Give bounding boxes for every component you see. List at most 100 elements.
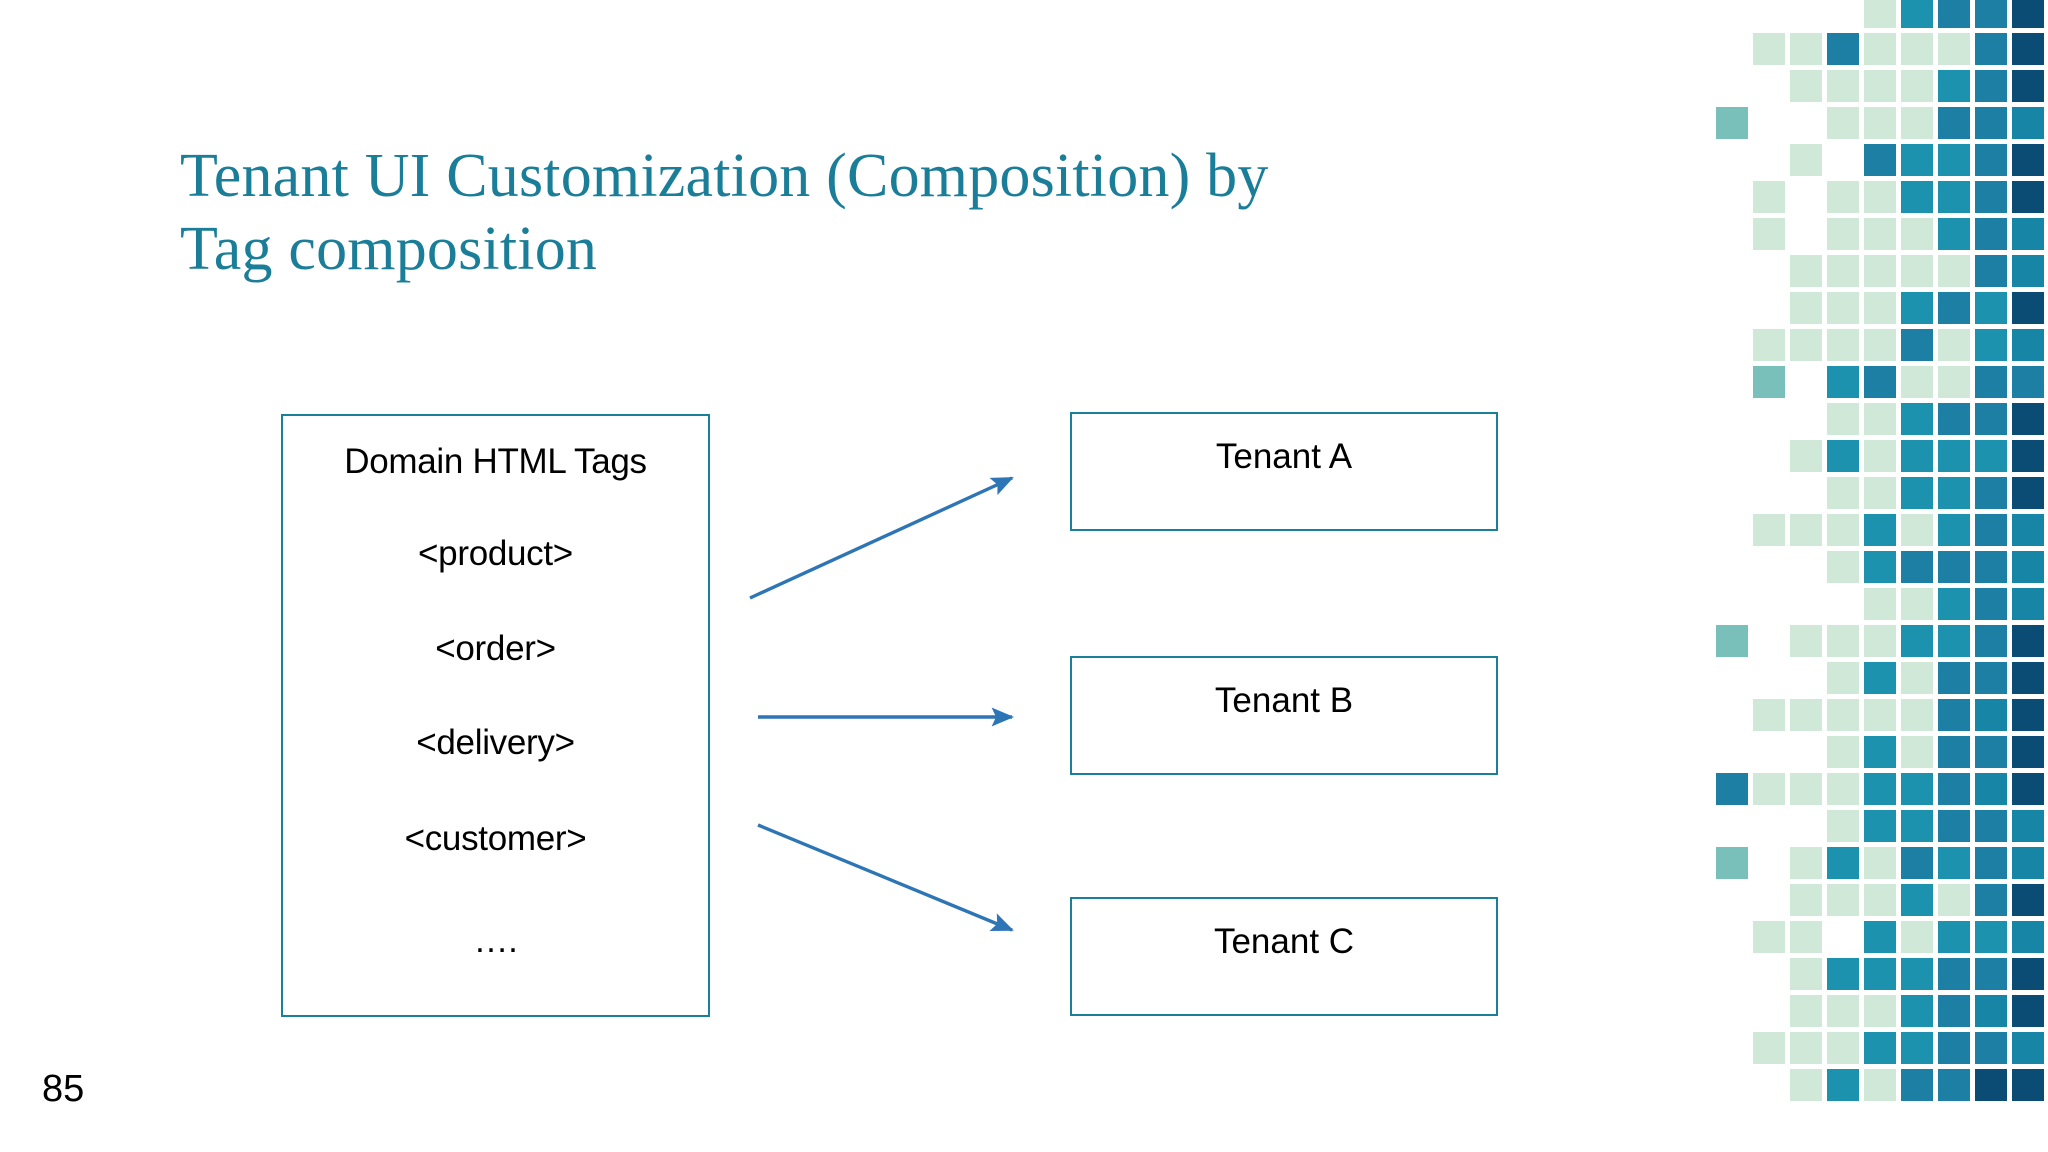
mosaic-tile (1827, 958, 1859, 990)
mosaic-tile (1864, 181, 1896, 213)
mosaic-tile (2012, 1032, 2044, 1064)
mosaic-tile (1901, 625, 1933, 657)
mosaic-tile (1790, 958, 1822, 990)
mosaic-tile (1753, 33, 1785, 65)
mosaic-tile (1938, 181, 1970, 213)
mosaic-tile (1975, 810, 2007, 842)
mosaic-tile (1827, 625, 1859, 657)
mosaic-tile (1975, 33, 2007, 65)
mosaic-tile (1864, 218, 1896, 250)
tag-item-delivery: <delivery> (416, 723, 575, 762)
mosaic-tile (1716, 107, 1748, 139)
arrow-to-tenant-c (757, 823, 1014, 932)
mosaic-tile (1901, 773, 1933, 805)
mosaic-tile (1938, 33, 1970, 65)
mosaic-tile (1753, 329, 1785, 361)
mosaic-tile (1864, 1069, 1896, 1101)
mosaic-tile (1716, 847, 1748, 879)
mosaic-tile (1864, 1032, 1896, 1064)
mosaic-tile (1901, 144, 1933, 176)
mosaic-tile (1864, 477, 1896, 509)
mosaic-tile (1827, 884, 1859, 916)
page-number: 85 (42, 1068, 85, 1110)
mosaic-tile (1864, 773, 1896, 805)
mosaic-tile (1901, 1032, 1933, 1064)
mosaic-tile (1827, 33, 1859, 65)
mosaic-tile (1901, 366, 1933, 398)
tenant-c-label: Tenant C (1213, 922, 1355, 961)
mosaic-tile (1790, 773, 1822, 805)
mosaic-tile (1790, 144, 1822, 176)
mosaic-tile (1975, 958, 2007, 990)
mosaic-tile (1864, 0, 1896, 28)
mosaic-tile (1975, 255, 2007, 287)
mosaic-tile (2012, 366, 2044, 398)
mosaic-tile (1864, 884, 1896, 916)
mosaic-tile (2012, 70, 2044, 102)
mosaic-tile (1938, 847, 1970, 879)
mosaic-tile (1790, 847, 1822, 879)
mosaic-tile (1864, 292, 1896, 324)
mosaic-tile (1716, 773, 1748, 805)
domain-html-tags-heading: Domain HTML Tags (344, 442, 647, 481)
mosaic-tile (1901, 884, 1933, 916)
mosaic-tile (2012, 921, 2044, 953)
mosaic-tile (1753, 773, 1785, 805)
mosaic-tile (1827, 477, 1859, 509)
mosaic-tile (1827, 366, 1859, 398)
mosaic-tile (1938, 551, 1970, 583)
mosaic-tile (1901, 995, 1933, 1027)
mosaic-tile (1938, 144, 1970, 176)
mosaic-tile (1827, 1032, 1859, 1064)
mosaic-tile (1938, 884, 1970, 916)
mosaic-tile (1938, 625, 1970, 657)
tenant-b-box: Tenant B (1070, 656, 1498, 775)
mosaic-tile (1975, 514, 2007, 546)
mosaic-tile (1901, 921, 1933, 953)
mosaic-tile (2012, 1069, 2044, 1101)
mosaic-tile (2012, 773, 2044, 805)
mosaic-tile (1975, 625, 2007, 657)
mosaic-tile (1975, 366, 2007, 398)
mosaic-tile (1753, 181, 1785, 213)
mosaic-tile (1901, 181, 1933, 213)
mosaic-tile (1790, 921, 1822, 953)
mosaic-tile (1864, 625, 1896, 657)
mosaic-tile (1901, 329, 1933, 361)
mosaic-tile (1864, 921, 1896, 953)
mosaic-tile (1975, 144, 2007, 176)
mosaic-tile (1975, 699, 2007, 731)
mosaic-tile (1938, 107, 1970, 139)
mosaic-tile (2012, 699, 2044, 731)
mosaic-tile (1938, 292, 1970, 324)
mosaic-tile (1975, 181, 2007, 213)
mosaic-tile (1864, 551, 1896, 583)
mosaic-tile (1938, 440, 1970, 472)
mosaic-tile (1901, 292, 1933, 324)
tag-item-customer: <customer> (404, 819, 587, 858)
mosaic-tile (1790, 1069, 1822, 1101)
arrow-to-tenant-a (749, 476, 1014, 600)
mosaic-tile (1938, 255, 1970, 287)
mosaic-tile (1827, 403, 1859, 435)
mosaic-tile (2012, 0, 2044, 28)
mosaic-tile (1864, 662, 1896, 694)
mosaic-tile (1975, 403, 2007, 435)
mosaic-tile (1753, 1032, 1785, 1064)
mosaic-tile (1975, 662, 2007, 694)
mosaic-tile (1938, 218, 1970, 250)
mosaic-tile (2012, 33, 2044, 65)
mosaic-tile (1827, 773, 1859, 805)
mosaic-tile (1864, 107, 1896, 139)
mosaic-tile (1901, 440, 1933, 472)
mosaic-tile (1827, 1069, 1859, 1101)
mosaic-tile (1975, 218, 2007, 250)
mosaic-tile (2012, 107, 2044, 139)
mosaic-tile (1864, 810, 1896, 842)
mosaic-tile (1901, 699, 1933, 731)
mosaic-tile (1901, 255, 1933, 287)
mosaic-tile (1975, 921, 2007, 953)
mosaic-tile (2012, 329, 2044, 361)
mosaic-tile (1901, 107, 1933, 139)
mosaic-tile (1864, 736, 1896, 768)
